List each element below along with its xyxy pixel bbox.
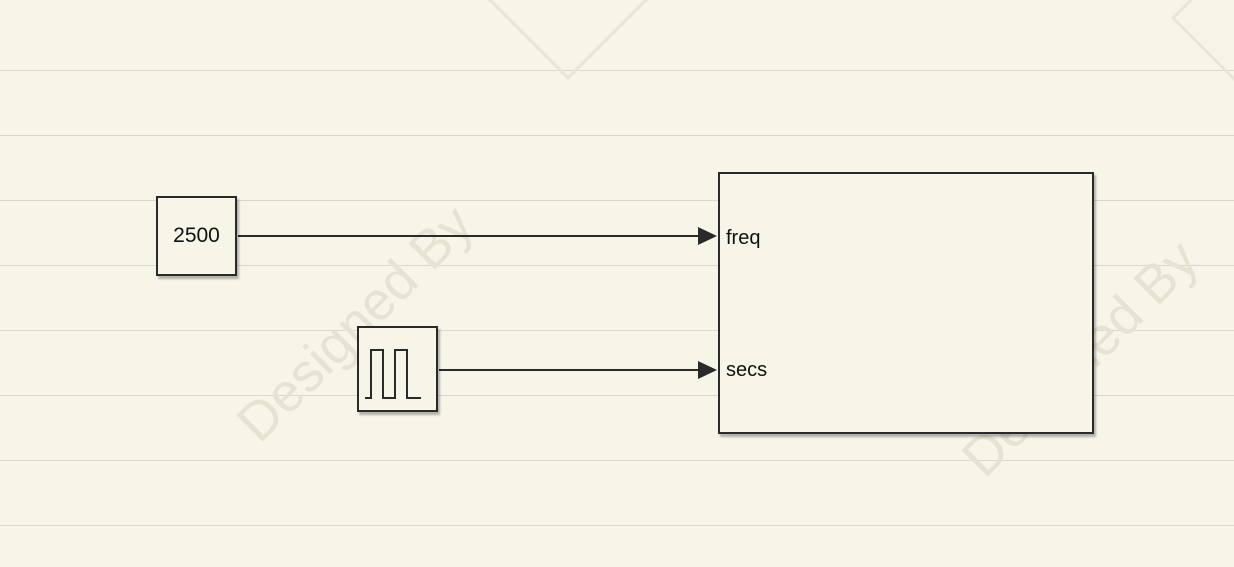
- grid-line: [0, 460, 1234, 461]
- subsystem-block[interactable]: [718, 172, 1094, 434]
- grid-line: [0, 135, 1234, 136]
- grid-line: [0, 395, 1234, 396]
- grid-line: [0, 525, 1234, 526]
- input-port-freq: freq: [726, 227, 761, 249]
- pulse-wave-icon: [365, 349, 421, 399]
- arrowhead-secs: [698, 361, 717, 379]
- input-port-secs: secs: [726, 359, 768, 381]
- grid-line: [0, 265, 1234, 266]
- arrowhead-freq: [698, 227, 717, 245]
- constant-value: 2500: [173, 224, 220, 247]
- grid-line: [0, 330, 1234, 331]
- constant-block[interactable]: 2500: [156, 196, 237, 276]
- grid-line: [0, 70, 1234, 71]
- pulse-generator-block[interactable]: [357, 326, 438, 412]
- grid-line: [0, 200, 1234, 201]
